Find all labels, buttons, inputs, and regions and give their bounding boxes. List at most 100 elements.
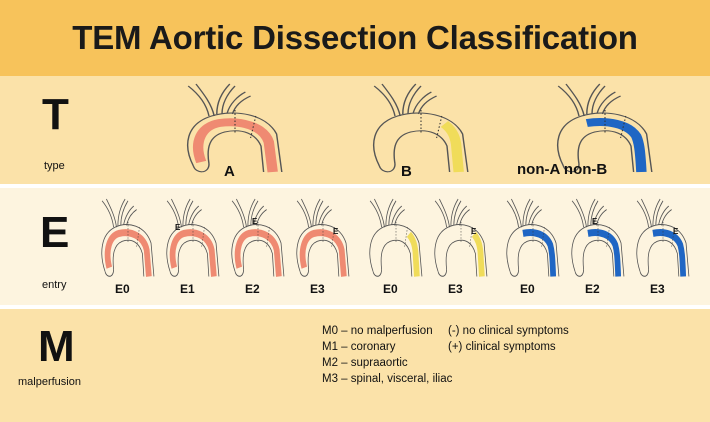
figure-title: TEM Aortic Dissection Classification <box>72 19 638 56</box>
reference-line <box>234 110 257 139</box>
branch-vessel-outline <box>106 198 137 228</box>
entry-aorta-diagram: E <box>231 198 285 277</box>
entry-marker-label: E <box>673 227 679 236</box>
branch-vessel-outline <box>557 83 616 117</box>
reference-line <box>322 221 335 247</box>
aortic-root-outline <box>378 163 396 173</box>
aortic-wall-outline <box>557 112 653 173</box>
malperfusion-grade: M3 – spinal, visceral, iliac <box>322 373 453 385</box>
branch-vessel-outline <box>236 198 267 228</box>
branch-vessel-outline <box>231 198 264 228</box>
entry-aorta-diagram <box>369 198 423 277</box>
branch-vessel-outline <box>439 198 470 228</box>
branch-vessel-outline <box>576 198 607 228</box>
entry-caption: E3 <box>310 282 325 296</box>
entry-marker-label: E <box>592 217 598 226</box>
entry-caption: E2 <box>585 282 600 296</box>
reference-line <box>257 221 270 247</box>
entry-marker-label: E <box>333 227 339 236</box>
aortic-wall-outline <box>393 130 451 173</box>
entry-caption: E1 <box>180 282 195 296</box>
aortic-wall-outline <box>307 239 340 277</box>
aortic-wall-outline <box>636 224 690 277</box>
entry-marker-label: E <box>471 227 477 236</box>
aorta-type-b-diagram <box>373 83 469 173</box>
dissection-flap-band <box>585 118 647 173</box>
entry-caption: E2 <box>245 282 260 296</box>
symptom-item: (-) no clinical symptoms <box>448 325 569 337</box>
reference-line <box>127 221 140 247</box>
aorta-shape <box>571 198 625 277</box>
reference-line <box>604 110 627 139</box>
aortic-wall-outline <box>207 130 265 173</box>
aortic-wall-outline <box>231 224 285 277</box>
malperfusion-grade: M1 – coronary <box>322 341 396 353</box>
entry-aorta-diagram: E <box>571 198 625 277</box>
dissection-flap-band <box>234 229 282 277</box>
aortic-root-outline <box>169 269 179 277</box>
malperfusion-grade: M2 – supraaortic <box>322 357 408 369</box>
aorta-shape <box>373 83 469 173</box>
aortic-wall-outline <box>434 224 488 277</box>
entry-aorta-diagram <box>506 198 560 277</box>
aortic-wall-outline <box>369 224 423 277</box>
aortic-wall-outline <box>380 239 413 277</box>
symptom-list: (-) no clinical symptoms (+) clinical sy… <box>448 323 569 355</box>
branch-vessel-outline <box>641 198 672 228</box>
dissection-flap-band <box>587 229 622 277</box>
aortic-root-outline <box>104 269 114 277</box>
malperfusion-grade: M0 – no malperfusion <box>322 325 433 337</box>
aortic-wall-outline <box>506 224 560 277</box>
entry-caption: E3 <box>650 282 665 296</box>
aorta-non-a-non-b-diagram <box>557 83 653 173</box>
aorta-shape <box>506 198 560 277</box>
reference-line <box>192 221 205 247</box>
entry-letter: E <box>40 208 70 257</box>
reference-line <box>532 221 545 247</box>
aorta-shape <box>636 198 690 277</box>
entry-label: entry <box>42 279 67 291</box>
branch-vessel-outline <box>296 198 329 228</box>
reference-line <box>597 221 610 247</box>
entry-aorta-diagram: E <box>636 198 690 277</box>
aortic-wall-outline <box>571 224 625 277</box>
reference-line <box>420 110 443 139</box>
branch-vessel-outline <box>381 83 437 117</box>
aorta-shape <box>434 198 488 277</box>
type-letter: T <box>42 90 69 139</box>
branch-vessel-outline <box>636 198 669 228</box>
entry-marker-label: E <box>175 223 181 232</box>
aortic-root-outline <box>574 269 584 277</box>
branch-vessel-outline <box>511 198 542 228</box>
entry-caption: E3 <box>448 282 463 296</box>
branch-vessel-outline <box>301 198 332 228</box>
aorta-shape <box>296 198 350 277</box>
branch-vessel-outline <box>373 83 432 117</box>
aortic-wall-outline <box>582 239 615 277</box>
dissection-flap-band <box>169 229 217 277</box>
entry-caption: E0 <box>115 282 130 296</box>
aorta-shape <box>231 198 285 277</box>
malperfusion-row <box>0 309 710 422</box>
entry-caption: E0 <box>383 282 398 296</box>
title-banner: TEM Aortic Dissection Classification <box>0 0 710 76</box>
type-caption-a: A <box>224 163 235 180</box>
branch-vessel-outline <box>374 198 405 228</box>
aorta-shape <box>187 83 283 173</box>
branch-vessel-outline <box>434 198 467 228</box>
aortic-root-outline <box>234 269 244 277</box>
dissection-flap-band <box>299 229 347 277</box>
aorta-shape <box>557 83 653 173</box>
branch-vessel-outline <box>171 198 202 228</box>
dissection-flap-band <box>193 118 278 173</box>
aortic-root-outline <box>192 163 210 173</box>
entry-aorta-diagram: E <box>296 198 350 277</box>
type-label: type <box>44 160 65 172</box>
aortic-wall-outline <box>445 239 478 277</box>
branch-vessel-outline <box>571 198 604 228</box>
entry-aorta-diagram <box>101 198 155 277</box>
aortic-wall-outline <box>101 224 155 277</box>
type-caption-non-a-non-b: non-A non-B <box>517 161 608 178</box>
aortic-wall-outline <box>242 239 275 277</box>
type-caption-b: B <box>401 163 412 180</box>
